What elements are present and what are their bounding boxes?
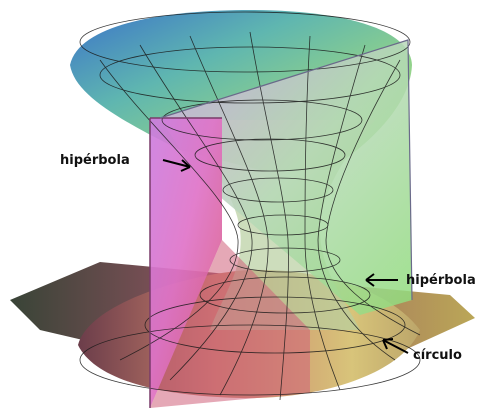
surface-mesh <box>79 11 421 401</box>
diagonal-plane <box>160 40 412 315</box>
arrow-right-icon <box>162 159 191 172</box>
vertical-plane-edge <box>149 117 222 408</box>
vertical-plane <box>150 118 222 408</box>
arrow-left-icon <box>382 338 409 354</box>
diagonal-plane-edge <box>159 39 413 301</box>
arrow-left-icon <box>365 273 398 287</box>
label-circle: círculo <box>413 348 462 363</box>
label-hyperbola-right: hipérbola <box>406 273 476 288</box>
label-hyperbola-left: hipérbola <box>60 153 130 168</box>
vertical-plane-lower <box>150 240 310 408</box>
